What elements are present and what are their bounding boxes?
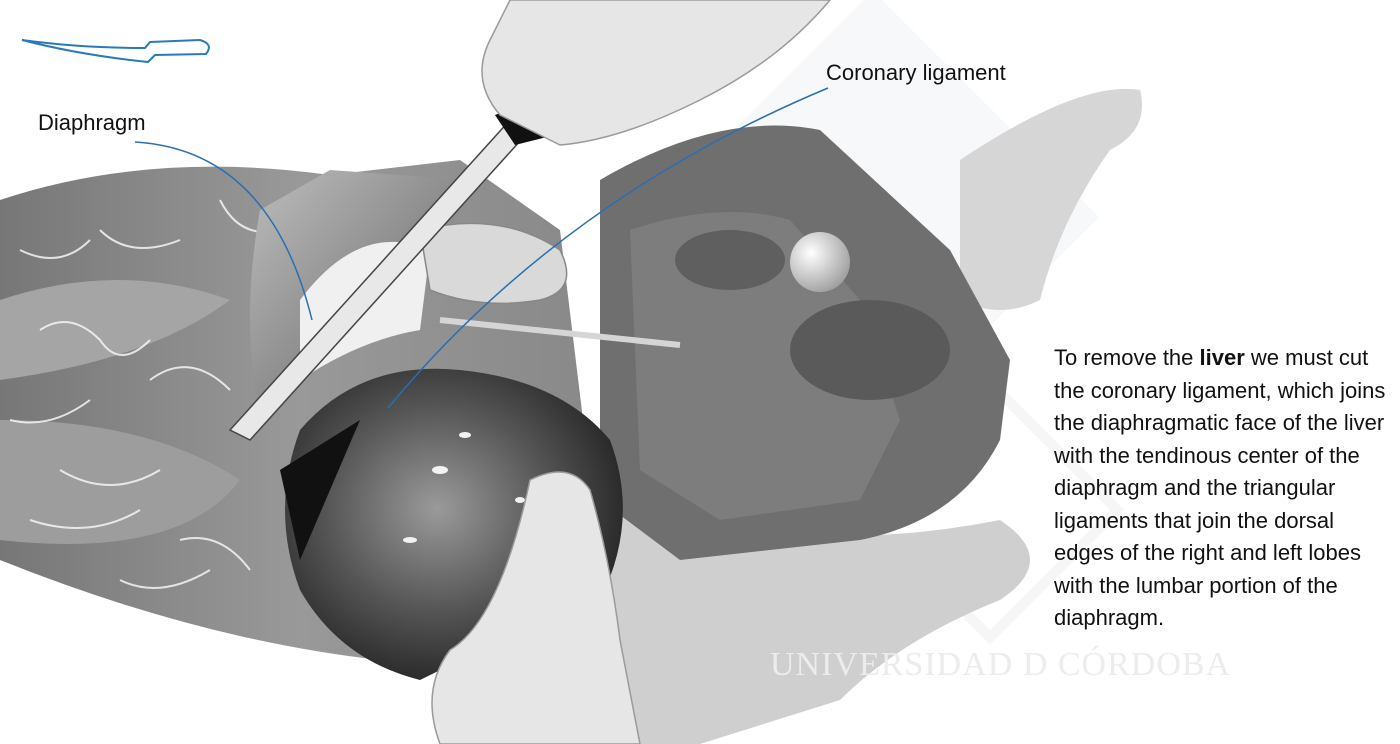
- coronary-ligament-label: Coronary ligament: [826, 60, 1006, 85]
- limbs: [600, 88, 1142, 744]
- abdominal-cavity: [600, 125, 1010, 561]
- description-part1: To remove the: [1054, 345, 1200, 370]
- watermark-text: UNIVERSIDAD D CÓRDOBA: [770, 646, 1232, 683]
- coronary-leader-line: [387, 87, 829, 409]
- description-bold-liver: liver: [1199, 345, 1245, 370]
- diaphragm-label: Diaphragm: [38, 110, 146, 135]
- description-part2: we must cut the coronary ligament, which…: [1054, 345, 1386, 630]
- stomach: [419, 222, 681, 348]
- diaphragm-leader-line: [134, 141, 313, 321]
- description-text: To remove the liver we must cut the coro…: [1054, 342, 1394, 635]
- knife-icon: [21, 38, 210, 64]
- top-glove-hand: [481, 0, 831, 146]
